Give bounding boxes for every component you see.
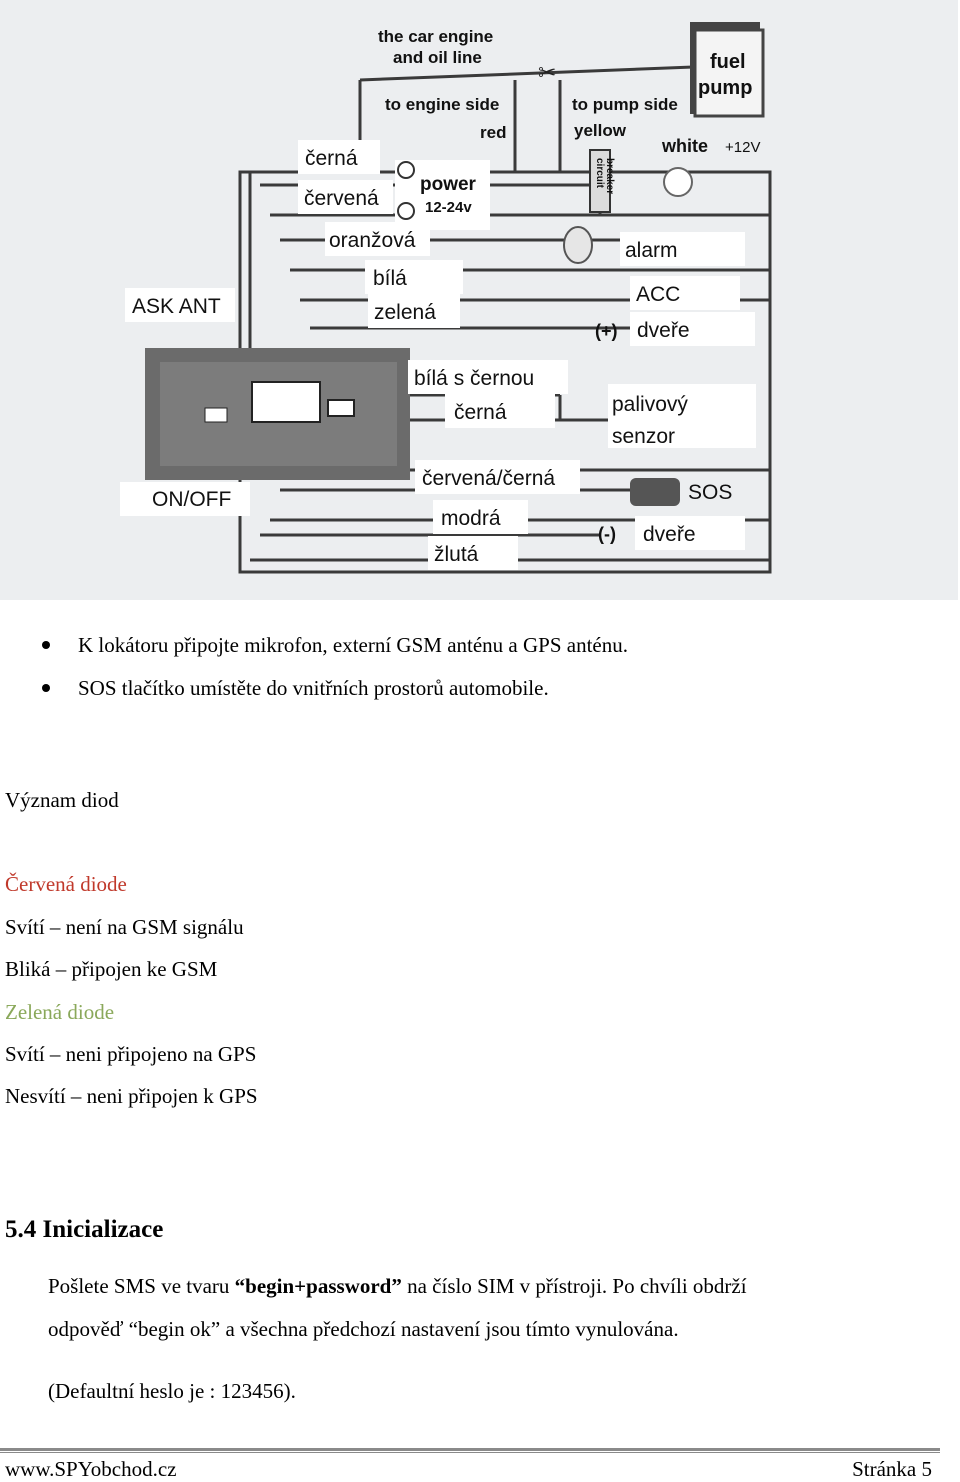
lbl-fuel: fuel [710,51,746,73]
lbl-dvere-2: dveře [643,523,696,546]
red-diode-line-2: Bliká – připojen ke GSM [5,957,218,981]
lbl-plus: (+) [595,321,618,341]
plus-terminal-icon [397,202,415,220]
lbl-ask-ant: ASK ANT [132,295,221,318]
lbl-cervena-cerna: červená/černá [422,467,555,490]
lbl-white: white [661,136,708,156]
footer-divider-thin [0,1452,940,1453]
diodes-heading: Význam diod [5,788,119,812]
lbl-circuit: circuit [594,158,605,189]
lbl-palivovy: palivový [612,393,688,416]
lbl-zelena: zelená [374,301,436,324]
red-diode-line-1: Svítí – není na GSM signálu [5,915,244,939]
minus-terminal-icon [397,161,415,179]
green-diode-title: Zelená diode [5,1000,115,1024]
green-diode-line-1: Svítí – neni připojeno na GPS [5,1042,257,1066]
lbl-alarm: alarm [625,239,678,262]
lbl-engine-side: to engine side [385,95,499,114]
lbl-dvere-1: dveře [637,319,690,342]
footer-site: www.SPYobchod.cz [5,1457,177,1481]
footer-page-number: Stránka 5 [852,1457,932,1481]
lbl-plus12: +12V [725,139,760,156]
section-paragraph-1: Pošlete SMS ve tvaru “begin+password” na… [48,1274,747,1298]
section-title: 5.4 Inicializace [5,1216,164,1243]
lbl-engine-oil-2: and oil line [393,48,482,67]
lbl-cervena: červená [304,187,379,210]
lbl-zluta: žlutá [434,543,479,566]
lbl-cerna-2: černá [454,401,507,424]
sos-button-icon [630,478,680,506]
lbl-breaker: breaker [604,158,615,194]
wiring-diagram: ✂ the car engine and oil line to engin [0,0,958,600]
alarm-horn-icon [563,226,593,264]
scissors-icon: ✂ [538,60,556,85]
red-diode-title: Červená diode [5,872,127,896]
lbl-senzor: senzor [612,425,675,448]
list-item: K lokátoru připojte mikrofon, externí GS… [40,624,628,667]
lbl-engine-oil: the car engine [378,27,493,46]
lbl-sos: SOS [688,481,732,504]
lbl-volts: 12-24v [425,199,472,216]
lbl-pump: pump [698,77,752,99]
lbl-cerna-1: černá [305,147,358,170]
lbl-minus: (-) [598,524,616,544]
lbl-modra: modrá [441,507,501,530]
green-diode-line-2: Nesvítí – neni připojen k GPS [5,1084,258,1108]
lbl-red: red [480,123,506,142]
lbl-yellow: yellow [574,121,627,140]
section-paragraph-3: (Defaultní heslo je : 123456). [48,1379,296,1403]
footer-divider [0,1448,940,1451]
lbl-onoff: ON/OFF [152,488,231,511]
lbl-pump-side: to pump side [572,95,678,114]
bullet-list: K lokátoru připojte mikrofon, externí GS… [40,624,628,710]
list-item: SOS tlačítko umístěte do vnitřních prost… [40,667,628,710]
lbl-bila-cernou: bílá s černou [414,367,534,390]
section-paragraph-2: odpověď “begin ok” a všechna předchozí n… [48,1317,679,1341]
lbl-acc: ACC [636,283,680,306]
circuit-breaker [589,149,611,213]
lbl-bila: bílá [373,267,407,290]
lbl-power: power [420,174,477,195]
lbl-oranzova: oranžová [329,229,416,252]
